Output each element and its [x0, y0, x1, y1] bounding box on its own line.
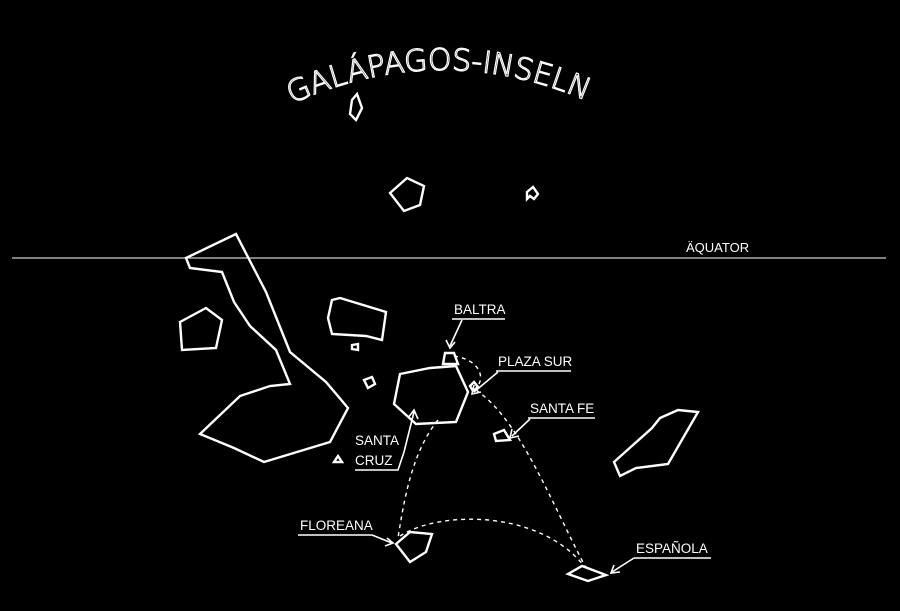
arrowhead-baltra	[445, 339, 456, 350]
island-small-dot	[350, 342, 360, 352]
route-plaza-sur-espanola	[475, 389, 587, 569]
label-plaza-sur: PLAZA SUR	[498, 354, 573, 369]
arrowhead-santa-cruz	[407, 408, 419, 420]
island-san-cristobal	[612, 408, 700, 478]
label-floreana: FLOREANA	[300, 518, 373, 533]
island-floreana	[394, 530, 434, 564]
map-title: GALÁPAGOS-INSELN	[281, 43, 595, 111]
label-baltra: BALTRA	[454, 302, 506, 317]
arrow-santa-fe	[511, 418, 531, 437]
arrowhead-santa-fe	[508, 428, 520, 440]
island-rabida	[362, 375, 377, 390]
arrow-espanola	[611, 557, 635, 573]
route-floreana-espanola	[399, 518, 585, 567]
island-plaza-sur	[468, 380, 480, 393]
island-fernandina	[178, 306, 224, 352]
map-title-text: GALÁPAGOS-INSELN	[281, 42, 597, 111]
label-santa-cruz-underline	[355, 451, 405, 471]
island-north-small	[348, 91, 364, 123]
arrowhead-plaza-sur	[470, 384, 482, 396]
arrow-plaza-sur	[473, 371, 499, 393]
island-isabela	[184, 232, 350, 464]
equator-label: ÄQUATOR	[686, 240, 749, 255]
arrow-floreana	[371, 534, 393, 544]
arrowhead-floreana	[384, 537, 395, 547]
island-espanola	[565, 564, 610, 583]
island-santa-fe	[492, 428, 513, 443]
island-north-tiny	[525, 185, 540, 202]
island-baltra	[441, 351, 460, 366]
island-pinzon	[331, 453, 345, 464]
arrow-santa-cruz	[403, 411, 415, 453]
label-santa-cruz-2: CRUZ	[355, 453, 393, 468]
arrow-baltra	[449, 319, 463, 347]
label-santa-cruz-1: SANTA	[355, 433, 399, 448]
island-santiago	[326, 296, 388, 342]
arrowhead-espanola	[609, 564, 621, 574]
island-santa-cruz	[392, 364, 470, 426]
island-north-pentagon	[388, 176, 426, 213]
label-espanola: ESPAÑOLA	[636, 541, 708, 556]
route-santa-cruz-floreana	[397, 419, 439, 539]
label-santa-fe: SANTA FE	[530, 401, 594, 416]
